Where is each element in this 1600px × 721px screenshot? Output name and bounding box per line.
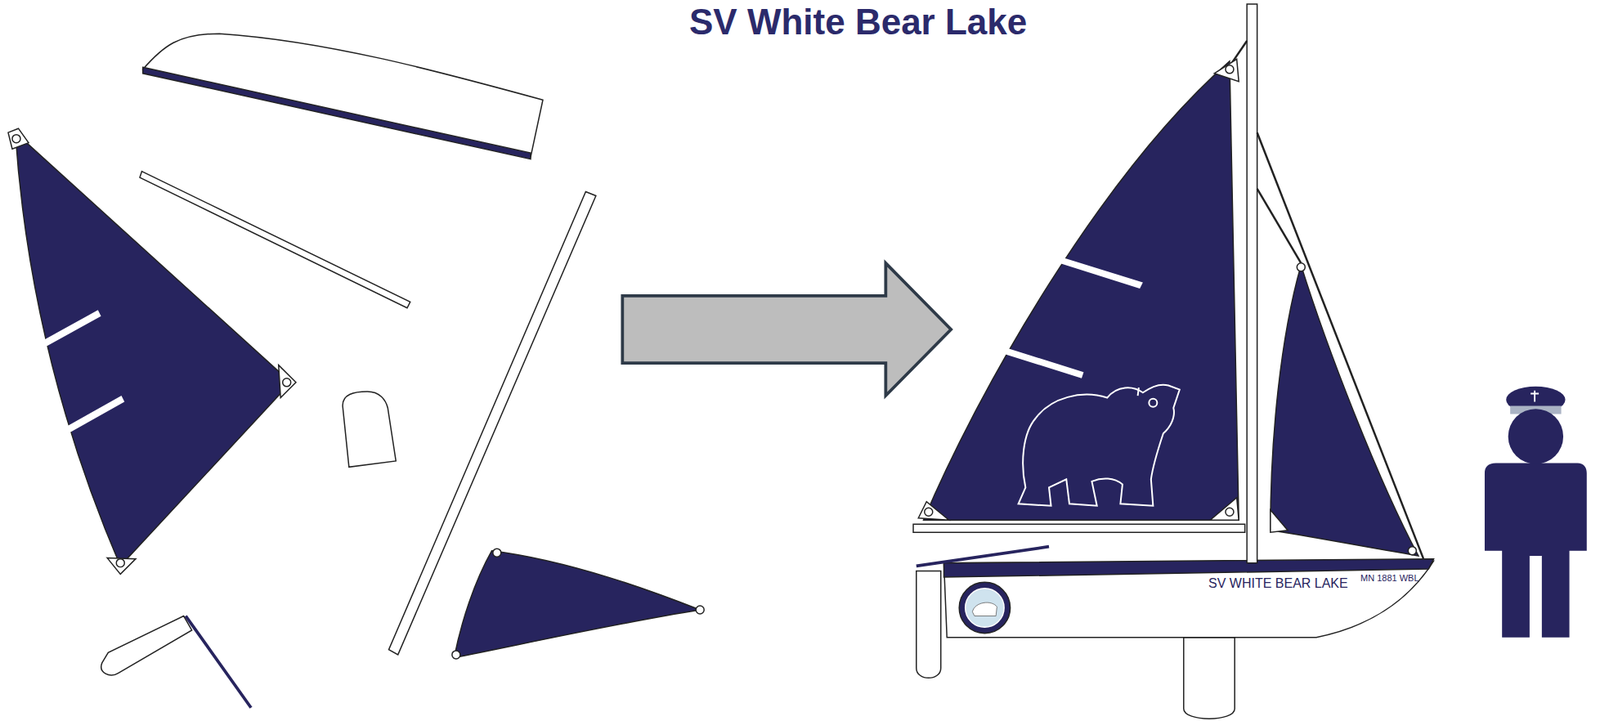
centerboard <box>1183 637 1235 719</box>
jib <box>1270 264 1419 556</box>
mainsail <box>923 61 1240 520</box>
deck-piece <box>143 33 543 157</box>
bear-outline <box>1018 385 1180 507</box>
stripe <box>143 67 531 159</box>
mast <box>1246 4 1257 564</box>
arrow <box>622 263 951 396</box>
mainsail <box>15 132 292 566</box>
title: SV White Bear Lake <box>689 1 1027 43</box>
boom <box>913 524 1246 533</box>
rudder <box>916 571 942 679</box>
registration-number: MN 1881 WBL <box>1360 573 1420 583</box>
daggerboard <box>342 391 396 467</box>
captain-figure <box>1484 386 1587 638</box>
tiller <box>101 616 193 676</box>
hull-name: SV WHITE BEAR LAKE <box>1208 577 1349 591</box>
emblem <box>959 582 1010 633</box>
jib <box>453 551 700 659</box>
hull-stripe <box>943 559 1434 578</box>
